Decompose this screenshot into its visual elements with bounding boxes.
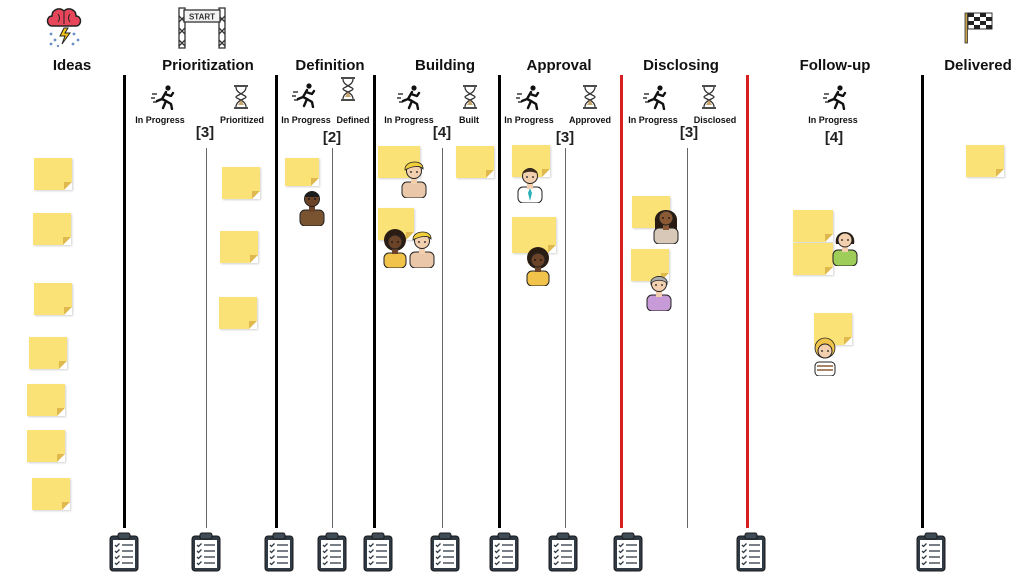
sub-label-prioritization-in-progress: In Progress bbox=[135, 115, 185, 125]
running-person-icon bbox=[151, 84, 175, 110]
hourglass-icon bbox=[701, 85, 717, 109]
column-title-prioritization: Prioritization bbox=[162, 57, 254, 74]
team-member-avatar bbox=[299, 191, 325, 226]
column-title-approval: Approval bbox=[526, 57, 592, 74]
start-gate-icon: START bbox=[178, 7, 226, 49]
hourglass-icon bbox=[340, 77, 356, 101]
sticky-note[interactable] bbox=[34, 283, 72, 315]
sticky-note[interactable] bbox=[793, 210, 833, 242]
sticky-note[interactable] bbox=[966, 145, 1004, 177]
clipboard-checklist-icon[interactable] bbox=[429, 532, 461, 572]
sticky-note[interactable] bbox=[27, 384, 65, 416]
sub-label-approved: Approved bbox=[568, 115, 612, 125]
sticky-note[interactable] bbox=[285, 158, 319, 186]
clipboard-checklist-icon[interactable] bbox=[190, 532, 222, 572]
column-divider bbox=[275, 75, 278, 528]
sub-label-definition-in-progress: In Progress bbox=[281, 115, 331, 125]
sticky-note[interactable] bbox=[378, 208, 414, 240]
wip-limit-approval: [3] bbox=[555, 129, 575, 146]
wip-limit-definition: [2] bbox=[322, 129, 342, 146]
sticky-note[interactable] bbox=[793, 243, 833, 275]
column-title-delivered: Delivered bbox=[944, 57, 1012, 74]
column-divider bbox=[498, 75, 501, 528]
sticky-note[interactable] bbox=[456, 146, 494, 178]
running-person-icon bbox=[292, 82, 316, 108]
sticky-note[interactable] bbox=[33, 213, 71, 245]
column-divider bbox=[373, 75, 376, 528]
sticky-note[interactable] bbox=[32, 478, 70, 510]
hourglass-icon bbox=[582, 85, 598, 109]
clipboard-checklist-icon[interactable] bbox=[316, 532, 348, 572]
sticky-note[interactable] bbox=[29, 337, 67, 369]
wip-limit-disclosing: [3] bbox=[679, 124, 699, 141]
team-member-avatar bbox=[832, 231, 858, 266]
sticky-note[interactable] bbox=[27, 430, 65, 462]
sub-label-approval-in-progress: In Progress bbox=[504, 115, 554, 125]
column-title-building: Building bbox=[415, 57, 475, 74]
sub-label-defined: Defined bbox=[336, 115, 370, 125]
clipboard-checklist-icon[interactable] bbox=[108, 532, 140, 572]
wip-limit-building: [4] bbox=[432, 124, 452, 141]
sub-column-divider bbox=[687, 148, 688, 528]
clipboard-checklist-icon[interactable] bbox=[488, 532, 520, 572]
column-divider bbox=[123, 75, 126, 528]
hourglass-icon bbox=[462, 85, 478, 109]
column-divider-highlight bbox=[746, 75, 749, 528]
team-member-avatar bbox=[646, 276, 672, 311]
team-member-avatar bbox=[814, 337, 836, 376]
sub-label-disclosed: Disclosed bbox=[693, 115, 737, 125]
team-member-avatar bbox=[653, 209, 679, 244]
column-divider-highlight bbox=[620, 75, 623, 528]
sub-label-disclosing-in-progress: In Progress bbox=[628, 115, 678, 125]
brain-storm-icon bbox=[46, 8, 82, 48]
sub-column-divider bbox=[565, 148, 566, 528]
team-member-avatar bbox=[526, 246, 550, 286]
clipboard-checklist-icon[interactable] bbox=[547, 532, 579, 572]
clipboard-checklist-icon[interactable] bbox=[362, 532, 394, 572]
running-person-icon bbox=[643, 84, 667, 110]
sticky-note[interactable] bbox=[512, 217, 556, 253]
sticky-note[interactable] bbox=[34, 158, 72, 190]
clipboard-checklist-icon[interactable] bbox=[915, 532, 947, 572]
running-person-icon bbox=[516, 84, 540, 110]
sticky-note[interactable] bbox=[220, 231, 258, 263]
sub-label-built: Built bbox=[459, 115, 479, 125]
wip-limit-prioritization: [3] bbox=[195, 124, 215, 141]
hourglass-icon bbox=[233, 85, 249, 109]
team-member-avatar bbox=[401, 161, 427, 198]
sticky-note[interactable] bbox=[219, 297, 257, 329]
sub-column-divider bbox=[206, 148, 207, 528]
clipboard-checklist-icon[interactable] bbox=[735, 532, 767, 572]
column-title-disclosing: Disclosing bbox=[643, 57, 719, 74]
sticky-note[interactable] bbox=[222, 167, 260, 199]
start-sign-label: START bbox=[189, 13, 215, 22]
sub-label-building-in-progress: In Progress bbox=[384, 115, 434, 125]
running-person-icon bbox=[823, 84, 847, 110]
sub-column-divider bbox=[332, 148, 333, 528]
wip-limit-followup: [4] bbox=[824, 129, 844, 146]
column-title-followup: Follow-up bbox=[799, 57, 871, 74]
sticky-note[interactable] bbox=[631, 249, 669, 281]
checkered-flag-icon bbox=[964, 12, 993, 44]
column-divider bbox=[921, 75, 924, 528]
clipboard-checklist-icon[interactable] bbox=[263, 532, 295, 572]
clipboard-checklist-icon[interactable] bbox=[612, 532, 644, 572]
team-member-avatar bbox=[517, 168, 543, 203]
column-title-definition: Definition bbox=[295, 57, 365, 74]
sub-label-followup-in-progress: In Progress bbox=[808, 115, 858, 125]
sub-label-prioritized: Prioritized bbox=[219, 115, 265, 125]
running-person-icon bbox=[397, 84, 421, 110]
column-title-ideas: Ideas bbox=[52, 57, 92, 74]
sub-column-divider bbox=[442, 148, 443, 528]
team-member-avatar bbox=[409, 231, 435, 268]
